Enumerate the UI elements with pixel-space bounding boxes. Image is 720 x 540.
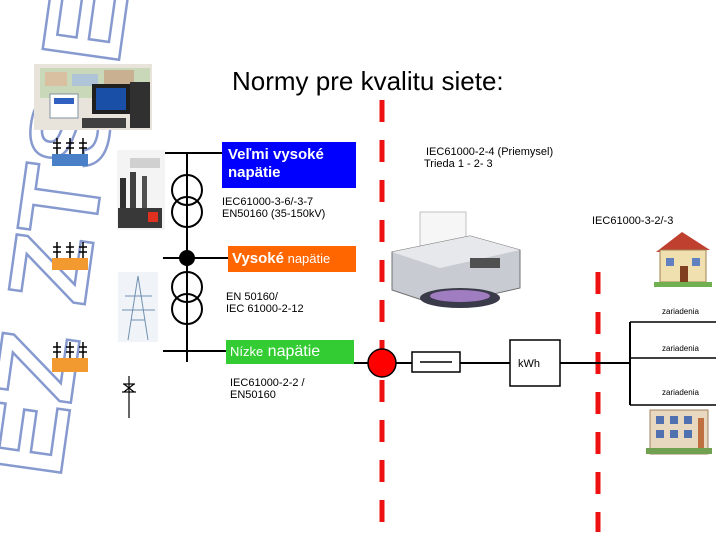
building-icon <box>646 409 712 455</box>
transformer-icon <box>171 271 203 325</box>
en-high-label-2: IEC 61000-2-12 <box>226 303 304 315</box>
industry-label-1: IEC61000-2-4 (Priemysel) <box>426 146 554 158</box>
transmission-tower-icon <box>118 272 158 342</box>
low-voltage-small: Nízke <box>230 344 264 359</box>
device-label-2: zariadenia <box>662 344 699 353</box>
very-high-voltage-line1: Veľmi vysoké <box>228 146 324 163</box>
computer-icon <box>34 64 152 130</box>
low-voltage-big: napätie <box>263 343 321 360</box>
pole-icon <box>122 376 136 418</box>
kwh-label: kWh <box>518 358 540 370</box>
iec-very-high-label-1: IEC61000-3-6/-3-7 <box>222 196 314 208</box>
breaker-icon <box>367 348 397 378</box>
high-voltage-box: Vysoké napätie <box>228 246 356 272</box>
very-high-voltage-box: Veľmi vysoké napätie <box>222 142 356 188</box>
en-high-label-1: EN 50160/ <box>226 291 278 303</box>
factory-icon <box>117 150 165 230</box>
house-icon <box>654 232 712 287</box>
printer-icon <box>386 210 524 318</box>
high-voltage-rest: napätie <box>283 251 331 266</box>
page-title: Normy pre kvalitu siete: <box>232 66 504 96</box>
insulator-icon <box>52 342 88 372</box>
high-voltage-bold: Vysoké <box>232 250 284 267</box>
transformer-icon <box>171 174 203 228</box>
insulator-icon <box>52 242 88 270</box>
iec-very-high-label-2: EN50160 (35-150kV) <box>222 208 326 220</box>
meter-icon <box>509 339 561 387</box>
iec-3-2-label: IEC61000-3-2/-3 <box>592 215 674 227</box>
insulator-icon <box>52 138 88 166</box>
device-label-1: zariadenia <box>662 307 699 316</box>
iec-low-label-2: EN50160 <box>230 389 276 401</box>
very-high-voltage-line2: napätie <box>228 164 281 181</box>
industry-label-2: Trieda 1 - 2- 3 <box>424 158 493 170</box>
node-dot <box>179 250 195 266</box>
iec-low-label-1: IEC61000-2-2 / <box>230 377 305 389</box>
device-label-3: zariadenia <box>662 388 699 397</box>
low-voltage-box: Nízke napätie <box>226 340 354 364</box>
